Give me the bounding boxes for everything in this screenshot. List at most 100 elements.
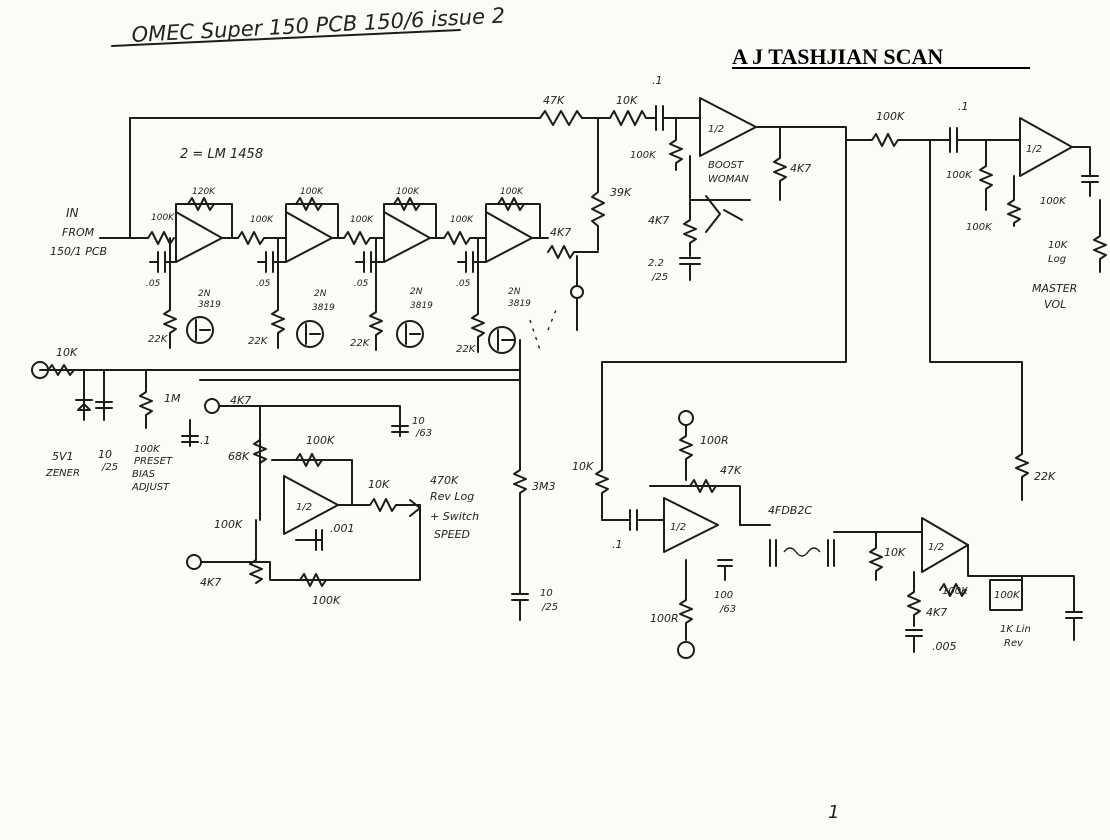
zener-label-1: 5V1 [52,450,74,463]
r-100k-right1-label: 100K [946,170,973,181]
lfo-opamp [283,475,339,535]
reverb-spring [783,547,821,557]
cap-10-25-label-1: 10 [98,448,112,461]
cap-01-b [181,419,199,447]
resistor-100k-fb [271,453,353,506]
phaser-stage-3: 100K 100K .05 [343,187,445,301]
cap-2-2-25-label-2: /25 [651,272,668,283]
cap-100-63-label-1: 100 [714,590,733,601]
resistor-10k-rev [595,459,609,521]
cap-100-63 [717,559,733,581]
svg-text:100K: 100K [250,215,274,225]
phaser-stage-1: 100K 120K .05 [146,187,239,301]
cap-10-25-label-2: /25 [101,462,118,473]
r-100k-osc1-label: 100K [306,434,335,447]
r-10k-in-label: 10K [56,346,78,359]
pot-10k-log-label-1: 10K [1048,240,1069,251]
reverb-driver-tag: 1/2 [670,522,686,533]
c-01-b-label: .1 [200,434,211,447]
resistor-10k-in [47,364,75,376]
tank-output-coil [827,539,835,567]
tank-input-coil [769,539,777,567]
r-10k-rev-label: 10K [572,460,594,473]
resistor-100k-out [845,133,931,147]
fet-1: 22K 2N 3819 [148,289,221,349]
reverb-return-wire [929,139,1023,445]
svg-text:.05: .05 [354,279,369,289]
fet-4: 22K 2N 3819 [456,287,531,355]
r-10k-top-label: 10K [616,94,638,107]
r-1m-label: 1M [164,392,181,405]
pot-10k-log [1093,199,1107,273]
ganged-link [529,309,557,351]
resistor-10k-rev2 [869,531,883,581]
master-label-2: VOL [1044,298,1066,311]
resistor-100k-rev [939,583,967,597]
r-100k-out-label: 100K [876,110,905,123]
svg-text:.05: .05 [456,279,471,289]
resistor-68k [253,405,267,521]
reverb-tank-label: 4FDB2C [768,504,812,517]
speed-pot-label-4: SPEED [434,528,470,541]
preset-label-4: ADJUST [131,482,170,493]
svg-text:22K: 22K [456,344,477,355]
reverb-recovery-opamp [921,517,969,573]
c-001-label: .001 [330,522,355,535]
reverb-recovery-tag: 1/2 [928,542,944,553]
r-47k-top-label: 47K [543,94,565,107]
r-100k-rev-label: 100K [942,586,969,597]
speed-pot-label-2: Rev Log [430,490,474,503]
phaser-stage-2: 100K 100K .05 [237,187,345,301]
r-39k-label: 39K [610,186,632,199]
r-4k7-mix-label: 4K7 [550,226,571,239]
svg-text:3819: 3819 [508,299,531,309]
cap-005 [905,629,923,653]
pot-10k-log-label-2: Log [1048,254,1066,265]
cap-10-25 [95,369,113,421]
master-opamp [1019,117,1073,177]
svg-text:22K: 22K [350,338,371,349]
resistor-100k-gnd [669,117,683,171]
r-100k-osc2-label: 100K [214,518,243,531]
svg-text:100K: 100K [151,213,175,223]
mix-switch [570,285,584,299]
input-label-3: 150/1 PCB [50,245,107,258]
speed-pot-label-1: 470K [430,474,459,487]
cap-01-out [929,127,1021,153]
svg-text:3819: 3819 [312,303,335,313]
resistor-100r-bot [679,559,693,641]
speed-pot-label-3: + Switch [430,510,479,523]
title-underline [111,29,461,47]
r-68k-label: 68K [228,450,250,463]
r-22k-right-label: 22K [1034,470,1056,483]
svg-text:120K: 120K [192,187,216,197]
lfo-bottom-wire [200,561,421,581]
svg-text:3819: 3819 [198,300,221,310]
supply-terminal-bottom [677,641,695,659]
output-cap [1071,146,1099,197]
preset-label-2: PRESET [134,456,173,467]
c-top-label: .1 [652,74,663,87]
resistor-4k7-boost [773,126,787,201]
speed-pot [409,499,421,581]
cap-10-25b [511,593,529,621]
r-100k-gnd-label: 100K [630,150,657,161]
reverb-pot-label-2: Rev [1004,638,1024,649]
resistor-4k7-rev [907,571,921,627]
fet-2: 22K 2N 3819 [248,289,335,349]
r-4k7-osc2-label: 4K7 [200,576,221,589]
svg-text:22K: 22K [148,334,169,345]
resistor-47k-top [539,110,583,126]
svg-text:.05: .05 [256,279,271,289]
r-100k-osc3-label: 100K [312,594,341,607]
lfo-top-wire [218,405,401,421]
cap-10-25b-label-1: 10 [540,588,553,599]
input-label-2: FROM [62,226,95,239]
svg-text:100K: 100K [500,187,524,197]
resistor-100k-right2 [1007,175,1021,227]
resistor-10k-top [609,110,647,126]
svg-text:.05: .05 [146,279,161,289]
resistor-100k-right1 [979,139,993,211]
svg-text:22K: 22K [248,336,269,347]
